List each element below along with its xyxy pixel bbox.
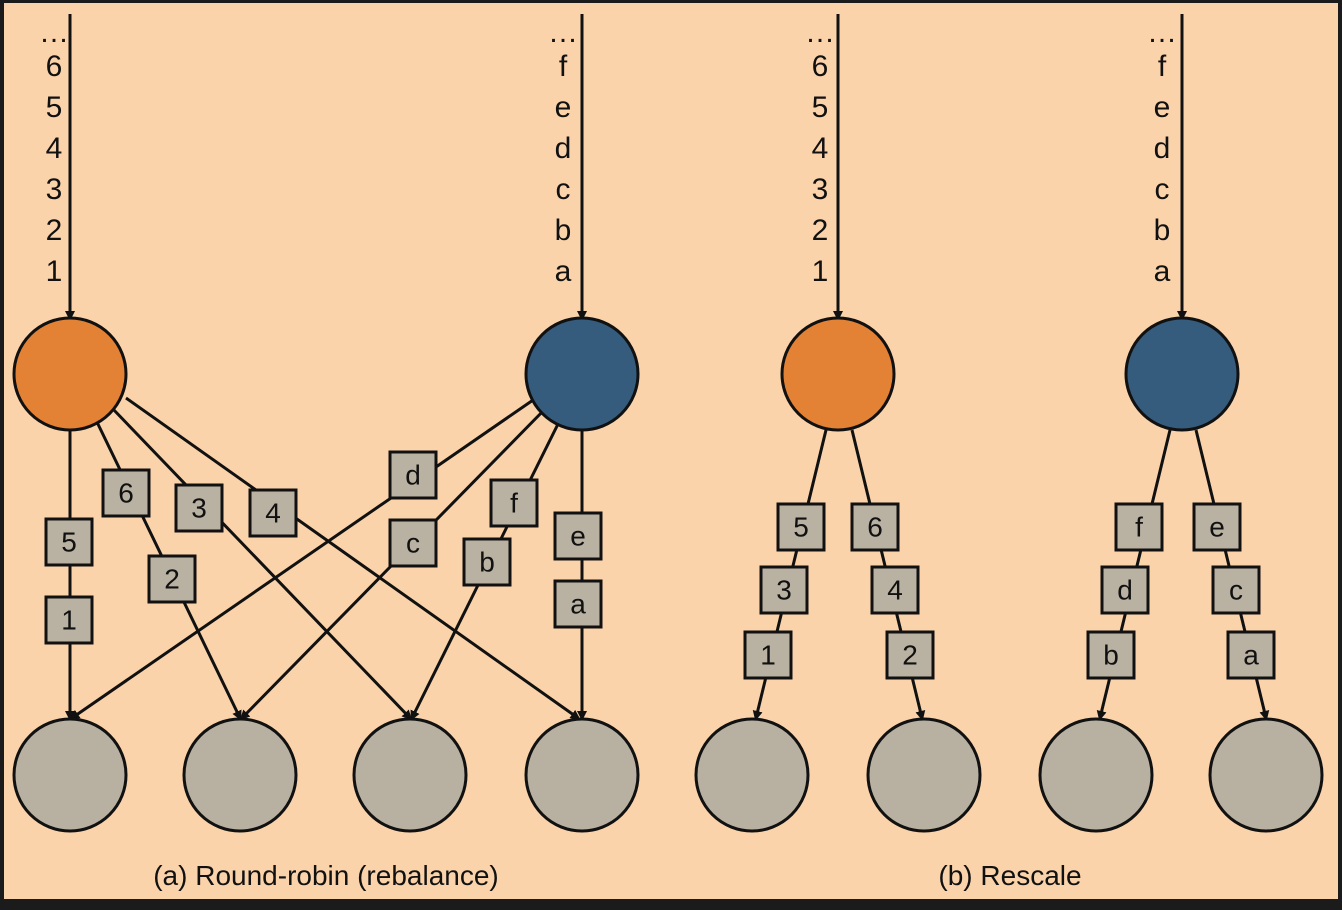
record-label: 3 xyxy=(191,493,207,524)
record-label: 6 xyxy=(118,478,134,509)
record-box: c xyxy=(388,518,438,568)
stream-text: … xyxy=(39,16,69,49)
record-label: b xyxy=(1103,640,1119,671)
stream-text: 1 xyxy=(46,255,63,288)
source-node-blue-b xyxy=(1124,316,1240,432)
sink-node xyxy=(866,717,982,833)
record-label: 1 xyxy=(760,640,776,671)
stream-text: f xyxy=(1158,50,1167,83)
stream-text: c xyxy=(1155,173,1170,206)
stream-text: e xyxy=(555,91,572,124)
record-box: 6 xyxy=(850,502,900,552)
record-label: 4 xyxy=(887,575,903,606)
stream-text: f xyxy=(559,50,568,83)
record-box: d xyxy=(1100,565,1150,615)
record-label: b xyxy=(479,547,495,578)
stream-text: … xyxy=(805,16,835,49)
sink-node xyxy=(182,717,298,833)
record-box: 3 xyxy=(174,483,224,533)
stream-text: … xyxy=(548,16,578,49)
stream-text: 6 xyxy=(812,50,829,83)
record-label: a xyxy=(1243,640,1259,671)
input-stream-right-b: … f e d c b a xyxy=(1147,14,1187,321)
record-box: 1 xyxy=(44,595,94,645)
stream-text: 2 xyxy=(46,214,63,247)
record-box: 2 xyxy=(147,554,197,604)
stream-text: 5 xyxy=(46,91,63,124)
record-box: f xyxy=(1114,502,1164,552)
record-label: 6 xyxy=(867,512,883,543)
record-label: 5 xyxy=(793,512,809,543)
stream-text: 1 xyxy=(812,255,829,288)
record-label: 4 xyxy=(265,498,281,529)
sink-node xyxy=(694,717,810,833)
panel-b-records: 5 3 1 6 4 2 f d xyxy=(743,502,1276,680)
stream-text: 3 xyxy=(46,173,63,206)
record-box: 3 xyxy=(759,565,809,615)
input-stream-left-b: … 6 5 4 3 2 1 xyxy=(805,14,843,321)
sink-node xyxy=(12,717,128,833)
record-box: b xyxy=(1086,630,1136,680)
record-label: d xyxy=(405,460,421,491)
record-box: 2 xyxy=(885,630,935,680)
record-label: f xyxy=(510,488,518,519)
record-box: 4 xyxy=(870,565,920,615)
record-box: c xyxy=(1211,565,1261,615)
sink-node xyxy=(1208,717,1324,833)
sink-node xyxy=(1038,717,1154,833)
record-label: 3 xyxy=(776,575,792,606)
stream-text: d xyxy=(555,132,572,165)
caption-rescale: (b) Rescale xyxy=(938,860,1081,891)
stream-text: b xyxy=(555,214,572,247)
record-box: a xyxy=(1226,630,1276,680)
stream-text: b xyxy=(1154,214,1171,247)
source-node-orange-b xyxy=(780,316,896,432)
record-label: c xyxy=(406,528,420,559)
stream-text: 2 xyxy=(812,214,829,247)
input-stream-right-a: … f e d c b a xyxy=(548,14,587,321)
stream-text: e xyxy=(1154,91,1171,124)
stream-text: 5 xyxy=(812,91,829,124)
record-box: 4 xyxy=(248,488,298,538)
stream-text: 3 xyxy=(812,173,829,206)
record-label: 2 xyxy=(902,640,918,671)
record-box: 5 xyxy=(44,517,94,567)
record-box: 5 xyxy=(776,502,826,552)
record-label: d xyxy=(1117,575,1133,606)
stream-text: 4 xyxy=(46,132,63,165)
stream-text: d xyxy=(1154,132,1171,165)
caption-round-robin: (a) Round-robin (rebalance) xyxy=(153,860,499,891)
source-node-orange-a xyxy=(12,316,128,432)
record-box: d xyxy=(388,450,438,500)
stream-text: … xyxy=(1147,16,1177,49)
record-box: f xyxy=(489,478,539,528)
sink-node xyxy=(352,717,468,833)
stream-text: a xyxy=(1154,255,1171,288)
record-box: e xyxy=(553,511,603,561)
record-box: e xyxy=(1192,502,1242,552)
record-label: a xyxy=(570,589,586,620)
record-box: b xyxy=(462,537,512,587)
record-label: e xyxy=(1209,512,1225,543)
record-box: 1 xyxy=(743,630,793,680)
record-label: 5 xyxy=(61,527,77,558)
record-label: 1 xyxy=(61,605,77,636)
stream-text: a xyxy=(555,255,572,288)
input-stream-left-a: … 6 5 4 3 2 1 xyxy=(39,14,75,321)
record-box: a xyxy=(553,579,603,629)
stream-text: c xyxy=(556,173,571,206)
panel-a-records: 5 1 6 2 3 4 d c xyxy=(44,450,603,645)
sink-node xyxy=(524,717,640,833)
stream-text: 4 xyxy=(812,132,829,165)
record-label: c xyxy=(1229,575,1243,606)
record-box: 6 xyxy=(101,468,151,518)
source-node-blue-a xyxy=(524,316,640,432)
stream-text: 6 xyxy=(46,50,63,83)
sink-nodes xyxy=(12,717,1324,833)
record-label: f xyxy=(1135,512,1143,543)
record-label: e xyxy=(570,521,586,552)
record-label: 2 xyxy=(164,564,180,595)
